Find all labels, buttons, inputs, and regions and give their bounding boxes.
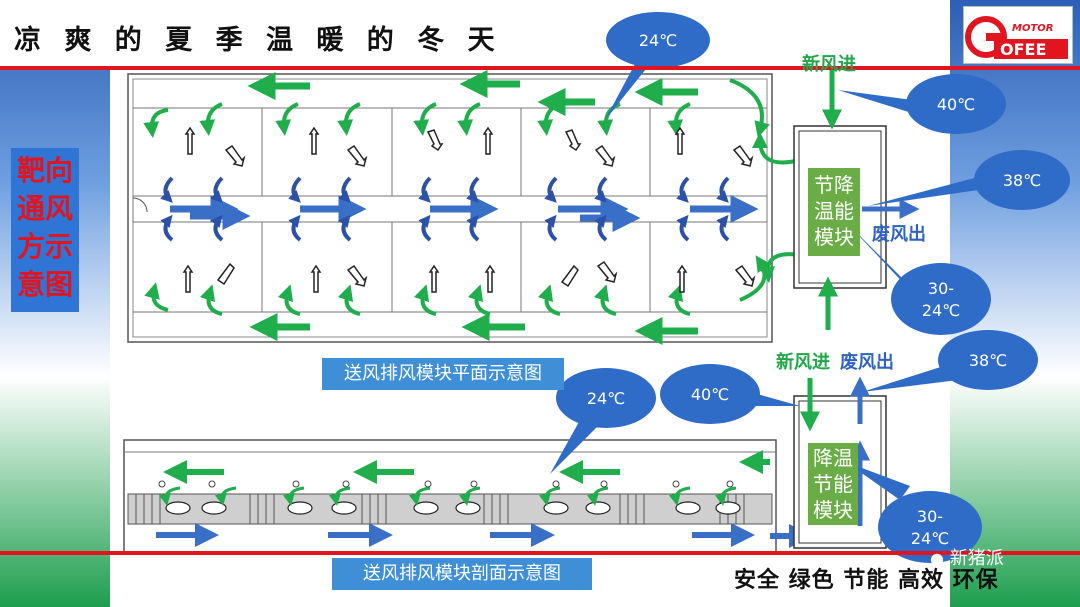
section-curved-green-arrows: [158, 486, 737, 506]
callout-pointer: [846, 222, 910, 290]
title-band: [0, 0, 950, 68]
plan-inlet-label: 新风进: [802, 54, 856, 75]
plan-callout-30-24: [891, 263, 991, 335]
plan-curved-blue-arrows: [160, 176, 730, 242]
plan-callout-24-text: 24℃: [639, 31, 677, 50]
section-callout-38: [938, 330, 1038, 390]
pig-direction-icons: [182, 126, 756, 293]
side-title-box: 靶向 通风 方示 意图: [11, 148, 79, 312]
callout-pointer: [550, 420, 598, 474]
watermark: ● 新猪派: [930, 544, 1004, 570]
section-bottom-airflow-arrows: [156, 523, 813, 548]
side-title-line: 方示: [16, 230, 73, 263]
watermark-text: 新猪派: [949, 548, 1004, 569]
section-callout-38-text: 38℃: [969, 351, 1007, 370]
plan-top-airflow-arrows: [247, 70, 698, 116]
plan-callout-30-24-text: 30- 24℃: [921, 279, 961, 320]
module-label-line: 节降: [814, 173, 854, 197]
bottom-red-line: [0, 551, 1080, 555]
plan-callout-38: [974, 150, 1070, 210]
section-callout-40-text: 40℃: [691, 385, 729, 404]
module-label-line: 模块: [813, 498, 853, 522]
top-red-line: [0, 66, 1080, 70]
callout-pointer: [605, 62, 650, 120]
section-cooling-module: 降温 节能 模块: [808, 443, 858, 525]
wechat-icon: ●: [930, 549, 944, 568]
callout-pointer: [750, 392, 800, 406]
side-title-line: 靶向: [16, 154, 73, 187]
footer-slogan: 安全 绿色 节能 高效 环保: [734, 568, 999, 593]
pen-dividers: [261, 108, 651, 312]
plan-callout-40: [906, 74, 1006, 134]
section-exhaust-label: 废风出: [840, 352, 894, 373]
company-logo: OFEE MOTOR: [963, 6, 1073, 64]
side-title-line: 意图: [16, 268, 73, 301]
plan-exhaust-label: 废风出: [872, 224, 926, 245]
plan-view: [127, 12, 1070, 345]
section-callout-30-24: [878, 491, 982, 563]
side-title-line: 通风: [16, 192, 73, 225]
callout-pointer: [846, 462, 910, 500]
door-icon: [132, 197, 148, 213]
module-label-line: 温能: [814, 199, 854, 223]
plan-callout-40-text: 40℃: [937, 95, 975, 114]
callout-pointer: [862, 364, 958, 392]
section-top-airflow-arrows: [163, 450, 770, 484]
callout-labels: 24℃ 40℃ 38℃ 24℃ 40℃ 38℃: [587, 31, 1041, 408]
module-label-line: 降温: [813, 446, 853, 470]
plan-bottom-airflow-arrows: [249, 313, 698, 345]
logo-graphic: OFEE MOTOR: [965, 16, 1068, 59]
plan-cooling-module: 节降 温能 模块: [808, 168, 860, 256]
module-label-line: 模块: [814, 225, 854, 249]
plan-caption: 送风排风模块平面示意图: [322, 358, 564, 390]
section-inlet-label: 新风进: [776, 352, 830, 373]
nozzle-icons: [158, 480, 734, 488]
svg-text:MOTOR: MOTOR: [1012, 23, 1053, 34]
section-callout-24: [556, 368, 656, 428]
slide-title: 凉 爽 的 夏 季 温 暖 的 冬 天: [14, 25, 502, 56]
module-label-line: 节能: [813, 472, 853, 496]
section-view: [123, 330, 1038, 563]
plan-callout-24: [606, 12, 710, 68]
section-callout-30-24-text: 30- 24℃: [910, 507, 950, 548]
slatted-floor: [127, 493, 773, 525]
svg-text:OFEE: OFEE: [1000, 40, 1046, 59]
plan-callout-38-text: 38℃: [1003, 171, 1041, 190]
callout-pointer: [868, 176, 982, 206]
section-callout-24-text: 24℃: [587, 389, 625, 408]
section-callout-40: [660, 364, 760, 424]
callout-pointer: [838, 90, 915, 114]
slat-lines: [135, 494, 745, 524]
section-caption: 送风排风模块剖面示意图: [332, 558, 592, 590]
center-aisle: [132, 195, 768, 223]
